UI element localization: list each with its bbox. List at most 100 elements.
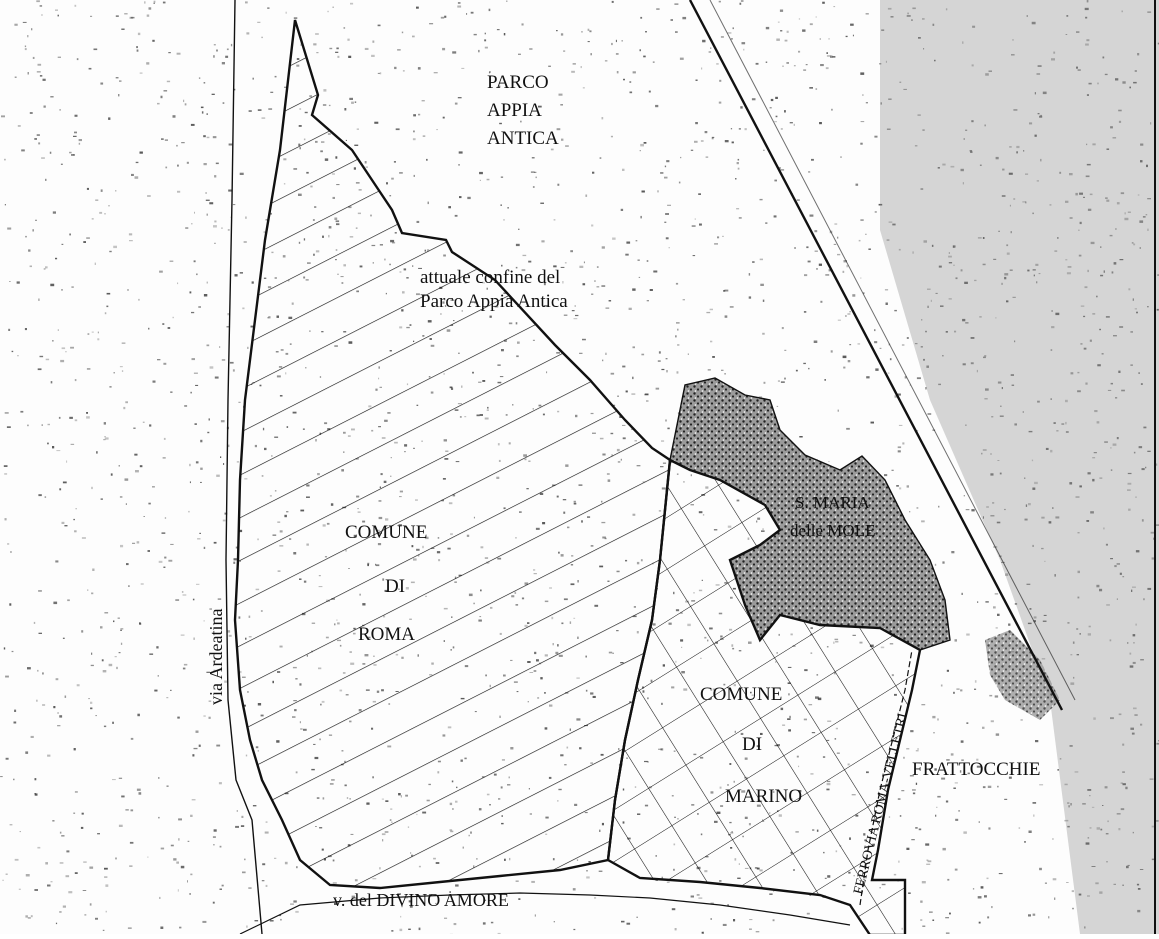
texture-speck: [609, 300, 612, 302]
texture-speck: [200, 440, 202, 443]
texture-speck: [827, 55, 831, 57]
texture-speck: [14, 24, 17, 26]
texture-speck: [75, 791, 78, 793]
texture-speck: [200, 468, 203, 470]
texture-speck: [917, 377, 921, 379]
texture-speck: [89, 68, 92, 70]
texture-speck: [202, 111, 204, 113]
texture-speck: [642, 191, 645, 193]
texture-speck: [116, 77, 119, 78]
texture-speck: [497, 29, 500, 30]
texture-speck: [585, 195, 587, 197]
texture-speck: [845, 316, 847, 317]
texture-speck: [594, 897, 596, 898]
texture-speck: [37, 71, 41, 72]
texture-speck: [103, 670, 107, 672]
texture-speck: [677, 344, 679, 346]
texture-speck: [101, 498, 103, 500]
texture-speck: [611, 43, 612, 45]
texture-speck: [588, 29, 590, 31]
texture-speck: [983, 786, 986, 788]
texture-speck: [89, 867, 93, 869]
texture-speck: [584, 262, 585, 264]
texture-speck: [417, 221, 420, 223]
texture-speck: [105, 213, 106, 215]
texture-speck: [763, 150, 765, 151]
texture-speck: [290, 903, 294, 905]
texture-speck: [932, 716, 935, 718]
texture-speck: [264, 231, 266, 233]
texture-speck: [573, 929, 575, 930]
texture-speck: [63, 906, 66, 908]
texture-speck: [947, 670, 949, 672]
texture-speck: [418, 114, 420, 116]
texture-speck: [122, 343, 126, 344]
texture-speck: [985, 601, 988, 602]
texture-speck: [816, 16, 817, 17]
texture-speck: [739, 217, 742, 219]
texture-speck: [849, 311, 851, 312]
texture-speck: [126, 503, 127, 505]
texture-speck: [706, 156, 709, 158]
texture-speck: [629, 81, 631, 83]
texture-speck: [103, 930, 105, 931]
texture-speck: [81, 630, 83, 632]
area-comune-di-roma: [235, 20, 670, 888]
texture-speck: [158, 675, 159, 677]
texture-speck: [677, 329, 678, 331]
texture-speck: [189, 464, 190, 466]
texture-speck: [73, 519, 75, 520]
texture-speck: [647, 300, 649, 301]
texture-speck: [444, 918, 447, 919]
texture-speck: [117, 667, 118, 669]
texture-speck: [323, 89, 326, 92]
texture-speck: [898, 446, 901, 448]
texture-speck: [47, 885, 51, 887]
texture-speck: [137, 789, 141, 791]
texture-speck: [656, 388, 660, 390]
texture-speck: [880, 348, 882, 349]
texture-speck: [253, 78, 254, 80]
texture-speck: [573, 63, 576, 64]
texture-speck: [442, 48, 445, 50]
texture-speck: [434, 72, 438, 73]
texture-speck: [113, 246, 117, 248]
texture-speck: [74, 748, 76, 750]
texture-speck: [644, 142, 647, 144]
texture-speck: [710, 309, 713, 311]
texture-speck: [716, 63, 719, 65]
texture-speck: [766, 62, 768, 63]
texture-speck: [441, 17, 444, 19]
texture-speck: [565, 145, 569, 147]
texture-speck: [215, 377, 219, 379]
texture-speck: [843, 356, 847, 359]
texture-speck: [403, 70, 405, 71]
texture-speck: [414, 175, 415, 177]
texture-speck: [294, 17, 298, 19]
texture-speck: [74, 132, 77, 134]
texture-speck: [656, 9, 659, 10]
texture-speck: [561, 139, 563, 141]
texture-speck: [911, 839, 915, 840]
texture-speck: [600, 157, 602, 158]
texture-speck: [147, 195, 151, 197]
texture-speck: [602, 246, 605, 248]
texture-speck: [589, 30, 591, 32]
texture-speck: [474, 34, 477, 35]
texture-speck: [329, 105, 331, 106]
texture-speck: [995, 593, 998, 595]
texture-speck: [31, 28, 32, 30]
texture-speck: [675, 335, 676, 337]
texture-speck: [270, 92, 273, 93]
texture-speck: [928, 413, 932, 415]
texture-speck: [974, 689, 976, 690]
texture-speck: [266, 821, 268, 822]
texture-speck: [847, 313, 850, 315]
texture-speck: [38, 142, 40, 144]
texture-speck: [59, 488, 61, 490]
texture-speck: [107, 293, 111, 295]
texture-speck: [917, 748, 919, 749]
texture-speck: [262, 117, 266, 119]
texture-speck: [228, 313, 229, 315]
texture-speck: [244, 241, 247, 243]
